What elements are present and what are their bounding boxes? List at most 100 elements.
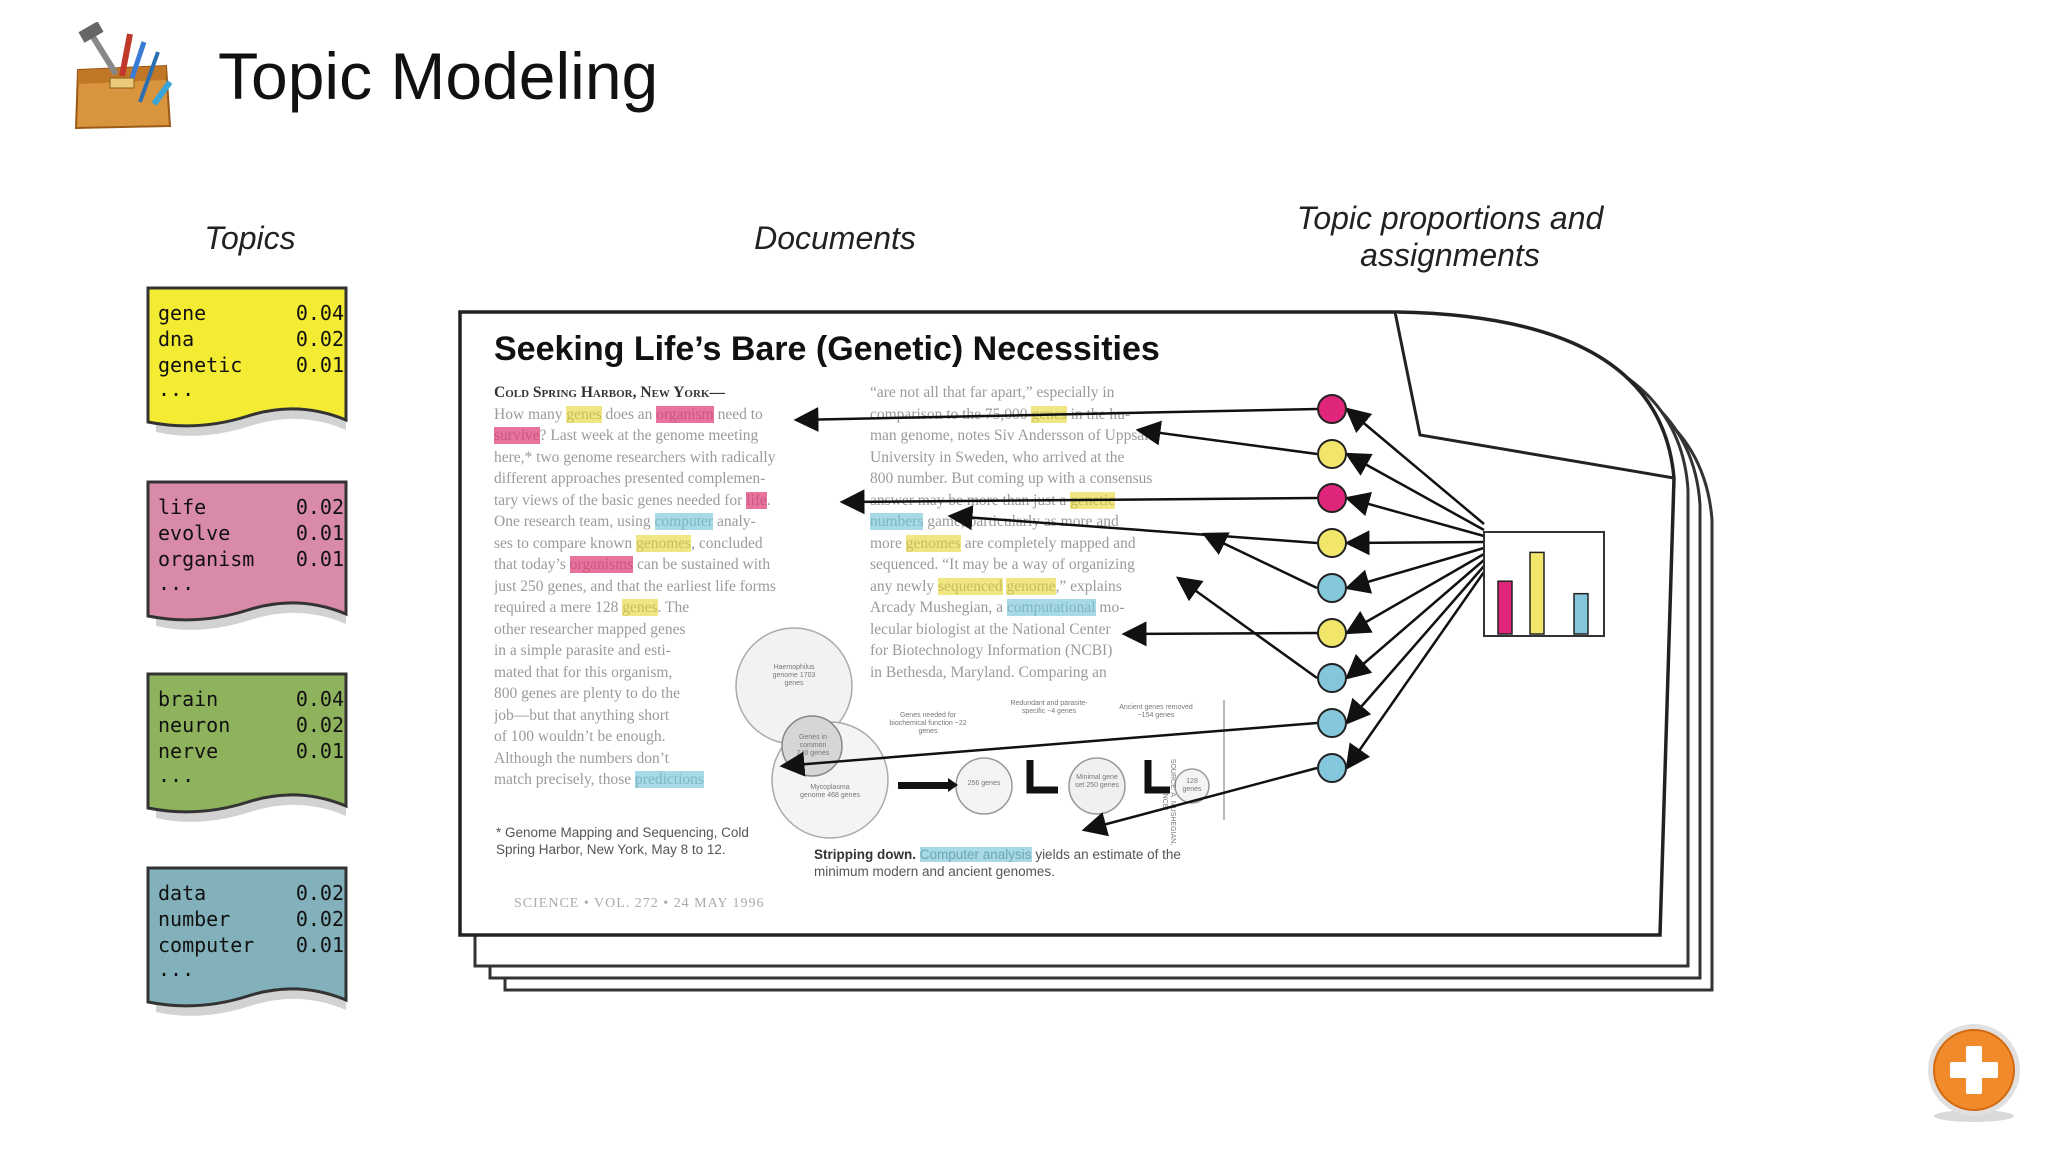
- dot-to-word-arrow: [1201, 532, 1318, 590]
- histogram-to-dot-arrow: [1344, 491, 1485, 538]
- topic-word: number: [158, 907, 231, 931]
- document-line: other researcher mapped genes: [494, 620, 686, 638]
- topic-word: computer: [158, 933, 255, 957]
- document-line: sequenced. “It may be a way of organizin…: [870, 556, 1135, 573]
- topic-assignment-dot: [1317, 753, 1347, 783]
- document-line: One research team, using computer analy-: [494, 513, 756, 530]
- redundant-label: Redundant and parasite-specific −4 genes: [1010, 700, 1088, 715]
- highlighted-word: organisms: [569, 556, 634, 573]
- document-line: University in Sweden, who arrived at the: [870, 448, 1125, 466]
- figure-elbow-1: [1026, 760, 1058, 794]
- topic-assignment-dot: [1317, 528, 1347, 558]
- dot-to-word-arrow: [779, 721, 1318, 777]
- topic-card-shape: [146, 286, 348, 436]
- document-line: Although the numbers don’t: [494, 749, 669, 767]
- histogram-to-dot-arrow: [1344, 546, 1485, 594]
- add-button[interactable]: [1922, 1020, 2026, 1124]
- topic-card-shape: [146, 480, 348, 630]
- highlighted-word: genes: [566, 405, 602, 423]
- document-line: required a mere 128 genes. The: [494, 599, 690, 616]
- topic-word-prob: 0.02: [295, 327, 344, 351]
- histogram-to-dot-arrow: [1345, 559, 1485, 680]
- caption-bold: Stripping down.: [814, 847, 916, 862]
- topic-assignment-dot: [1317, 708, 1347, 738]
- document-line: here,* two genome researchers with radic…: [494, 448, 776, 466]
- caption-highlight: Computer analysis: [919, 847, 1032, 862]
- topic-word: life: [158, 495, 207, 519]
- document-line: match precisely, those predictions: [494, 771, 704, 788]
- topics-header: Topics: [204, 220, 296, 256]
- topic-card-shape: [146, 672, 348, 822]
- topic-word-prob: 0.02: [295, 495, 344, 519]
- document-line: survive? Last week at the genome meeting: [494, 427, 759, 444]
- topic-assignment-dot: [1317, 483, 1347, 513]
- topic-word: data: [158, 881, 207, 905]
- topic-assignment-dot: [1317, 439, 1347, 469]
- genes-removed-label: Genes needed for biochemical function −2…: [889, 712, 967, 735]
- journal-footer: SCIENCE • VOL. 272 • 24 MAY 1996: [514, 896, 765, 911]
- topic-card-shape: [146, 866, 348, 1016]
- figure-arrow: [898, 782, 948, 789]
- document-line: ses to compare known genomes, concluded: [494, 534, 763, 552]
- proportions-histogram: [1483, 531, 1605, 637]
- document-line: tary views of the basic genes needed for…: [494, 491, 771, 509]
- dot-to-word-arrow: [1121, 621, 1318, 647]
- footnote: * Genome Mapping and Sequencing, Cold Sp…: [496, 825, 749, 857]
- histogram-to-dot-arrow: [1344, 530, 1485, 556]
- highlighted-word: sequenced: [938, 577, 1003, 595]
- minimal-set-label: Minimal gene set 250 genes: [1075, 774, 1119, 789]
- document-line: different approaches presented complemen…: [494, 470, 766, 487]
- document-line: 800 number. But coming up with a consens…: [870, 470, 1153, 487]
- topic-word: dna: [158, 327, 195, 351]
- slide-title: Topic Modeling: [218, 39, 659, 113]
- topic-word-prob: 0.01: [295, 933, 344, 957]
- dot-to-word-arrow: [947, 505, 1318, 545]
- proportions-header: Topic proportions and assignments: [1240, 200, 1660, 274]
- dot-to-word-arrow: [1135, 420, 1318, 456]
- topic-word: brain: [158, 687, 219, 711]
- topic-assignment-dot: [1317, 618, 1347, 648]
- document-line: in Bethesda, Maryland. Comparing an: [870, 663, 1107, 681]
- topic-word-row: brain 0.04: [158, 686, 344, 712]
- dot-to-word-arrow: [1081, 766, 1318, 837]
- histogram-to-dot-arrow: [1345, 571, 1486, 771]
- topic-word-row: computer 0.01: [158, 932, 344, 958]
- document-line: job—but that anything short: [494, 706, 670, 724]
- highlighted-word: genomes: [905, 534, 961, 552]
- toolbox-icon: [70, 21, 185, 132]
- topic-word-prob: 0.04: [295, 687, 344, 711]
- topic-more: ...: [158, 377, 195, 401]
- topic-word-prob: 0.04: [295, 301, 344, 325]
- topic-more: ...: [158, 571, 195, 595]
- highlighted-word: computational: [1006, 599, 1096, 616]
- document-line: more genomes are completely mapped and: [870, 534, 1136, 552]
- haemophilus-label: Haemophilus genome 1703 genes: [772, 664, 816, 687]
- document-line: How many genes does an organism need to: [494, 405, 763, 423]
- topic-word: evolve: [158, 521, 231, 545]
- proportions-header-line1: Topic proportions and: [1296, 200, 1604, 236]
- topic-more: ...: [158, 763, 195, 787]
- topic-word-row: evolve 0.01: [158, 520, 344, 546]
- highlighted-word: genes: [622, 599, 658, 616]
- topic-word-prob: 0.01: [295, 521, 344, 545]
- document-line: just 250 genes, and that the earliest li…: [494, 577, 776, 595]
- topic-word-row: number 0.02: [158, 906, 344, 932]
- document-line: for Biotechnology Information (NCBI): [870, 642, 1113, 659]
- topic-word: nerve: [158, 739, 219, 763]
- topic-word: genetic: [158, 353, 243, 377]
- topic-assignment-dot: [1317, 573, 1347, 603]
- topic-word-prob: 0.02: [295, 907, 344, 931]
- dot-to-word-arrow: [1175, 576, 1318, 680]
- document-line: any newly sequenced genome,” explains: [870, 577, 1122, 595]
- mycoplasma-label: Mycoplasma genome 468 genes: [800, 784, 860, 799]
- topic-word-prob: 0.01: [295, 739, 344, 763]
- genes256-label: 256 genes: [967, 780, 1001, 787]
- topic-proportion-bar: [1573, 592, 1589, 635]
- highlighted-word: life: [746, 491, 767, 509]
